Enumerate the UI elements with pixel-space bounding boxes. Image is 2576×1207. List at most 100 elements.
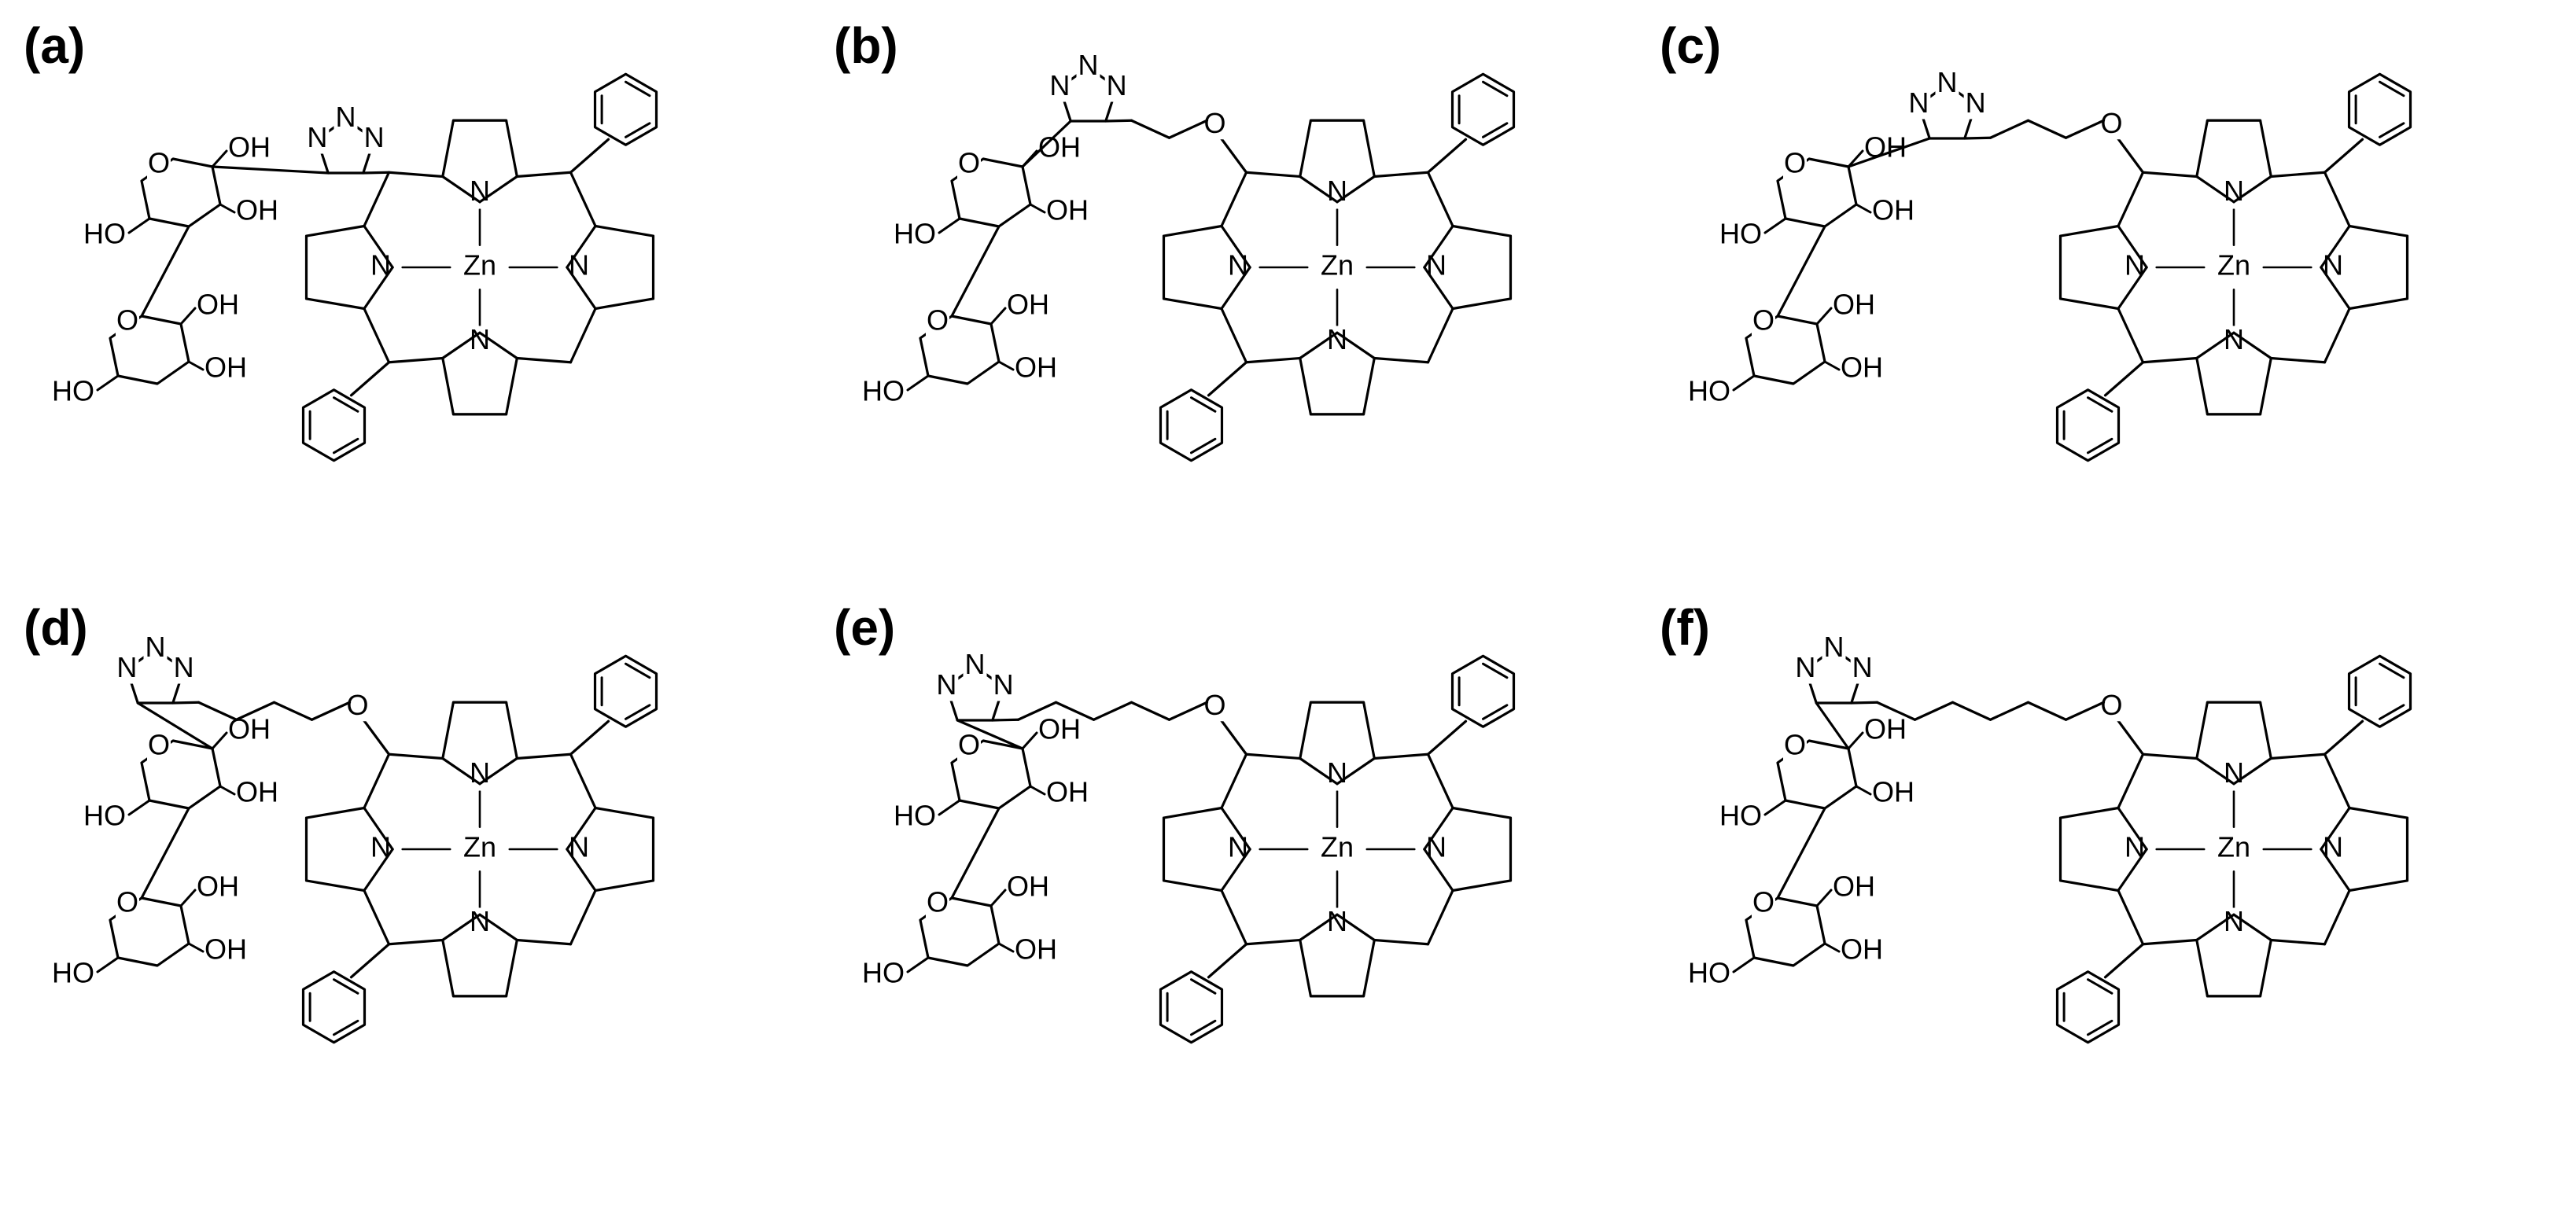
triazole-nitrogen-label: N xyxy=(1795,651,1815,683)
hydroxyl-label: HO xyxy=(862,957,905,989)
ether-oxygen-label: O xyxy=(2100,689,2122,721)
ether-bond xyxy=(2114,134,2145,174)
pyrrole-bond xyxy=(2232,756,2272,786)
meso-bond xyxy=(1373,753,1430,760)
label-knockout xyxy=(1793,655,1818,684)
triazole-link xyxy=(991,718,1020,722)
nitrogen-atom-label: N xyxy=(1327,323,1347,355)
meso-bond xyxy=(363,889,391,946)
phenyl-ring xyxy=(593,654,658,728)
hydroxyl-bond xyxy=(211,149,228,168)
pyrrole-ring xyxy=(595,806,655,892)
pyrrole-ring xyxy=(441,701,518,759)
hydroxyl-label: HO xyxy=(1719,800,1762,832)
pyrrole-ring xyxy=(2349,806,2409,892)
triazole-nitrogen-label: N xyxy=(174,651,194,683)
nitrogen-atom-label: N xyxy=(2224,905,2244,937)
label-knockout xyxy=(305,125,330,154)
label-knockout xyxy=(115,655,139,684)
phenyl-double-bond xyxy=(1190,1019,1217,1036)
ether-oxygen-label: O xyxy=(1203,689,1225,721)
pyrrole-ring xyxy=(1162,224,1222,311)
alkyl-chain-bond xyxy=(2026,701,2068,721)
hydroxyl-bond xyxy=(997,360,1015,371)
zinc-atom-label: Zn xyxy=(1321,831,1354,863)
pyrrole-bond xyxy=(2232,331,2272,360)
hydroxyl-bond xyxy=(906,374,930,392)
label-knockout xyxy=(1324,326,1351,358)
label-knockout xyxy=(1752,308,1775,337)
pyrrole-bond xyxy=(1423,266,1454,311)
pyrrole-bond xyxy=(2232,913,2272,942)
alkyl-chain-bond xyxy=(2064,119,2106,139)
pyrrole-ring xyxy=(1452,224,1513,311)
nitrogen-atom-label: N xyxy=(470,323,490,355)
meso-bond xyxy=(515,753,573,760)
methylene-link xyxy=(1021,120,1072,168)
phenyl-ring xyxy=(301,388,367,462)
triazole-nitrogen-label: N xyxy=(1049,69,1070,101)
meso-bond xyxy=(1220,307,1248,364)
label-knockout xyxy=(934,672,959,701)
triazole-nitrogen-label: N xyxy=(1908,86,1929,119)
phenyl-double-bond xyxy=(2379,122,2405,138)
label-knockout xyxy=(2220,326,2247,358)
pyrrole-bond xyxy=(2232,175,2272,204)
panel-label: (d) xyxy=(24,599,88,656)
label-knockout xyxy=(466,177,493,209)
label-knockout xyxy=(566,833,592,865)
hydroxyl-label: HO xyxy=(894,218,936,250)
pyrrole-bond xyxy=(2320,266,2351,311)
meso-bond xyxy=(1426,307,1454,364)
hydroxyl-bond xyxy=(938,799,961,816)
hydroxyl-label: HO xyxy=(862,375,905,407)
phenyl-ring xyxy=(2347,72,2412,146)
hydroxyl-bond xyxy=(1815,307,1833,326)
meso-bond xyxy=(2269,938,2327,946)
pyrrole-bond xyxy=(1299,175,1339,204)
hydroxyl-label: OH xyxy=(228,131,271,164)
pyrrole-bond xyxy=(1299,756,1339,786)
hydroxyl-label: OH xyxy=(1038,713,1081,745)
triazole-nitrogen-label: N xyxy=(364,121,385,153)
meso-bond xyxy=(363,753,391,810)
phenyl-ring xyxy=(1159,388,1224,462)
hydroxyl-label: OH xyxy=(1046,194,1089,226)
meso-bond xyxy=(2323,171,2351,228)
hydroxyl-label: OH xyxy=(197,289,239,321)
hydroxyl-label: OH xyxy=(1015,933,1057,966)
pyrrole-bond xyxy=(1299,913,1339,942)
triazole-nitrogen-label: N xyxy=(336,101,356,133)
pyrrole-ring xyxy=(441,119,518,177)
label-knockout xyxy=(455,832,504,867)
meso-bond xyxy=(363,307,391,364)
ether-bond xyxy=(1218,716,1248,756)
phenyl-link xyxy=(2323,719,2364,756)
phenyl-double-bond xyxy=(2087,1019,2113,1036)
pyrrole-bond xyxy=(1220,224,1251,269)
triazole-nitrogen-label: N xyxy=(1824,631,1844,663)
pyrrole-bond xyxy=(2320,848,2351,892)
meso-bond xyxy=(1426,171,1454,228)
hydroxyl-label: HO xyxy=(52,375,94,407)
label-knockout xyxy=(957,151,981,179)
meso-bond xyxy=(2269,171,2327,178)
label-knockout xyxy=(1963,90,1988,120)
panel-label: (e) xyxy=(834,599,895,656)
label-knockout xyxy=(2220,907,2247,940)
label-knockout xyxy=(362,125,386,154)
alkyl-chain-bond xyxy=(1092,701,1133,721)
alkyl-chain-bond xyxy=(197,701,238,721)
label-knockout xyxy=(1076,53,1100,82)
label-knockout xyxy=(963,652,987,681)
hydroxyl-bond xyxy=(96,956,120,973)
phenyl-double-bond xyxy=(2087,437,2113,454)
pyrrole-ring xyxy=(304,224,365,311)
pyrrole-bond xyxy=(478,913,518,942)
glycosidic-bond xyxy=(950,225,1001,318)
ring-oxygen-label: O xyxy=(1784,729,1806,761)
ring-oxygen-label: O xyxy=(116,886,138,918)
phenyl-double-bond xyxy=(1482,122,1509,138)
